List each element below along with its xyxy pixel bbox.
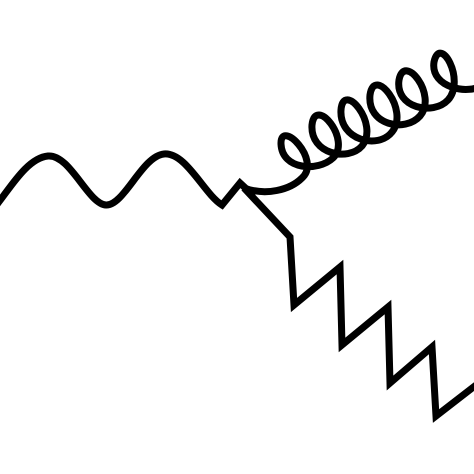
wavy-line	[0, 150, 257, 210]
zigzag-line	[241, 185, 474, 423]
coil-line	[242, 49, 474, 196]
